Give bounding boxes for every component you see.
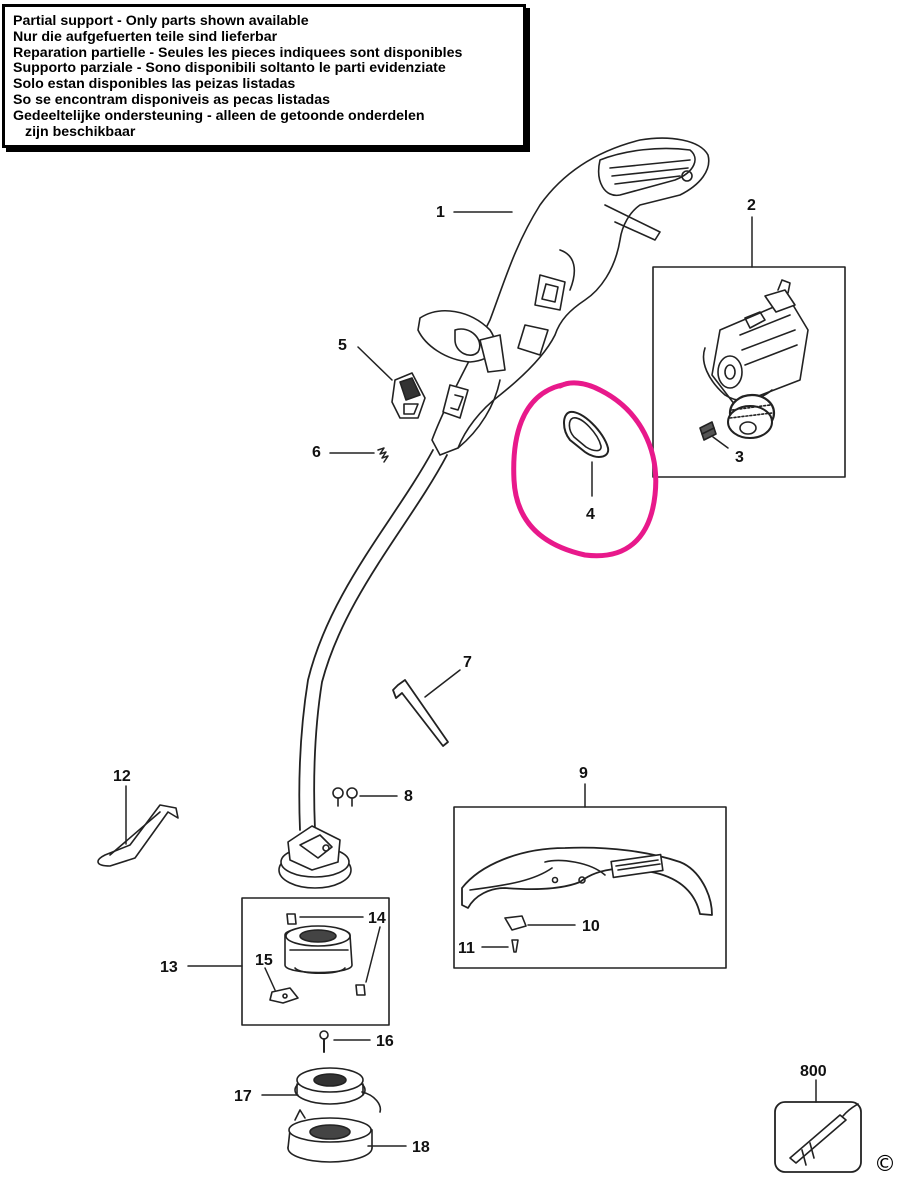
leader-line-7	[424, 669, 461, 698]
part-label-1: 1	[436, 204, 445, 221]
tool-box-800	[774, 1101, 862, 1173]
notice-line: Nur die aufgefuerten teile sind lieferba…	[13, 28, 278, 45]
part-label-4: 4	[586, 506, 595, 523]
spool-housing-13[interactable]	[284, 925, 353, 975]
motor-group-box	[652, 266, 846, 478]
part-label-2: 2	[747, 197, 756, 214]
clip-10[interactable]	[504, 915, 527, 931]
spool-17[interactable]	[294, 1067, 382, 1113]
clips-14[interactable]	[286, 913, 366, 996]
spring-6[interactable]	[377, 447, 389, 463]
leader-line-14b	[365, 926, 381, 983]
part-label-800: 800	[800, 1063, 827, 1080]
leader-line-15	[264, 967, 276, 991]
part-label-14: 14	[368, 910, 386, 927]
button-part-4[interactable]	[563, 410, 610, 458]
motor[interactable]	[702, 279, 809, 439]
part-label-15: 15	[255, 952, 273, 969]
part-label-16: 16	[376, 1033, 394, 1050]
notice-line: Supporto parziale - Sono disponibili sol…	[13, 60, 446, 77]
guard-9[interactable]	[461, 846, 713, 916]
leader-line-3	[712, 436, 729, 449]
notice-line: zijn beschikbaar	[25, 123, 136, 140]
part-label-8: 8	[404, 788, 413, 805]
lever-15[interactable]	[269, 987, 299, 1004]
notice-line: Reparation partielle - Seules les pieces…	[13, 44, 463, 61]
screw-16[interactable]	[319, 1030, 329, 1053]
trimmer-shaft[interactable]	[298, 449, 448, 831]
wire-guard-12[interactable]	[97, 804, 179, 867]
part-label-11: 11	[458, 940, 475, 957]
guard-group-box	[453, 806, 727, 969]
highlight-circle	[511, 380, 659, 559]
switch-5[interactable]	[391, 372, 426, 419]
spool-cap-18[interactable]	[287, 1109, 373, 1163]
part-label-9: 9	[579, 765, 588, 782]
notice-line: Gedeeltelijke ondersteuning - alleen de …	[13, 107, 425, 124]
screw-11[interactable]	[511, 939, 519, 953]
trimmer-housing[interactable]	[417, 137, 710, 456]
notice-line: Partial support - Only parts shown avail…	[13, 13, 309, 29]
part-label-7: 7	[463, 654, 472, 671]
notice-line: So se encontram disponiveis as pecas lis…	[13, 91, 330, 108]
spool-housing-box	[241, 897, 390, 1026]
part-label-10: 10	[582, 918, 600, 935]
screw-3[interactable]	[699, 421, 717, 441]
cutting-head[interactable]	[278, 825, 352, 889]
screws-8[interactable]	[332, 787, 358, 807]
notice-line: Solo estan disponibles las peizas listad…	[13, 76, 296, 93]
part-label-17: 17	[234, 1088, 252, 1105]
part-label-18: 18	[412, 1139, 430, 1156]
leader-line-5	[357, 346, 393, 381]
hex-key-7[interactable]	[392, 679, 449, 747]
partial-support-notice: Partial support - Only parts shown avail…	[2, 4, 526, 148]
tool-800[interactable]	[789, 1103, 859, 1166]
part-label-3: 3	[735, 449, 744, 466]
copyright-symbol: ©	[874, 1152, 896, 1177]
part-label-5: 5	[338, 337, 347, 354]
part-label-12: 12	[113, 768, 131, 785]
part-label-6: 6	[312, 444, 321, 461]
part-label-13: 13	[160, 959, 178, 976]
